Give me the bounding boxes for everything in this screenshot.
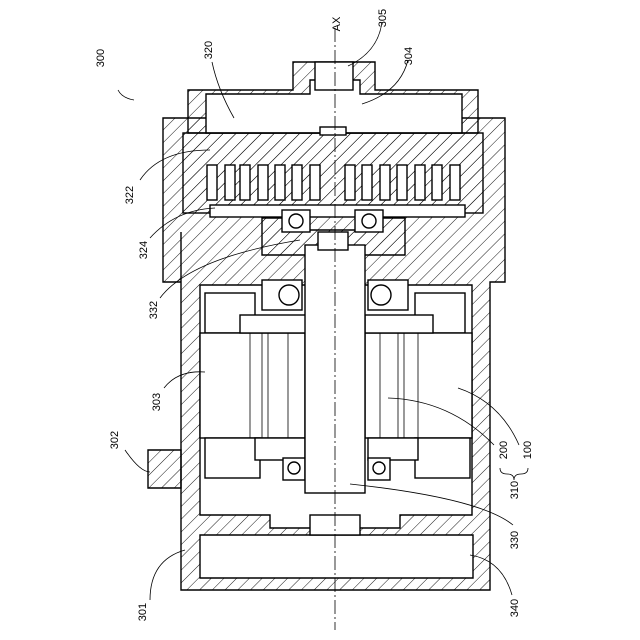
label-motor-100: 100 [522, 441, 534, 459]
label-bottom-block: 340 [509, 599, 521, 617]
label-top-port: 305 [377, 9, 389, 27]
label-plate: 324 [138, 241, 150, 259]
label-inner-bore: 304 [403, 47, 415, 65]
label-winding: 303 [151, 393, 163, 411]
brace-icon [500, 468, 528, 480]
label-motor-200: 200 [498, 441, 510, 459]
label-fin-assembly: 322 [124, 186, 136, 204]
label-shaft-upper: 332 [148, 301, 160, 319]
label-rotor-housing-gap: 320 [203, 41, 215, 59]
label-group: 310 [509, 481, 521, 499]
top-port [315, 62, 353, 90]
label-side-port: 302 [109, 431, 121, 449]
side-port [148, 450, 181, 488]
shaft-upper [318, 232, 348, 250]
label-axis: AX [331, 16, 343, 31]
plate [210, 205, 465, 217]
label-shaft: 330 [509, 531, 521, 549]
label-assembly: 300 [95, 49, 107, 67]
label-base: 301 [137, 603, 149, 621]
top-nub [320, 127, 346, 135]
